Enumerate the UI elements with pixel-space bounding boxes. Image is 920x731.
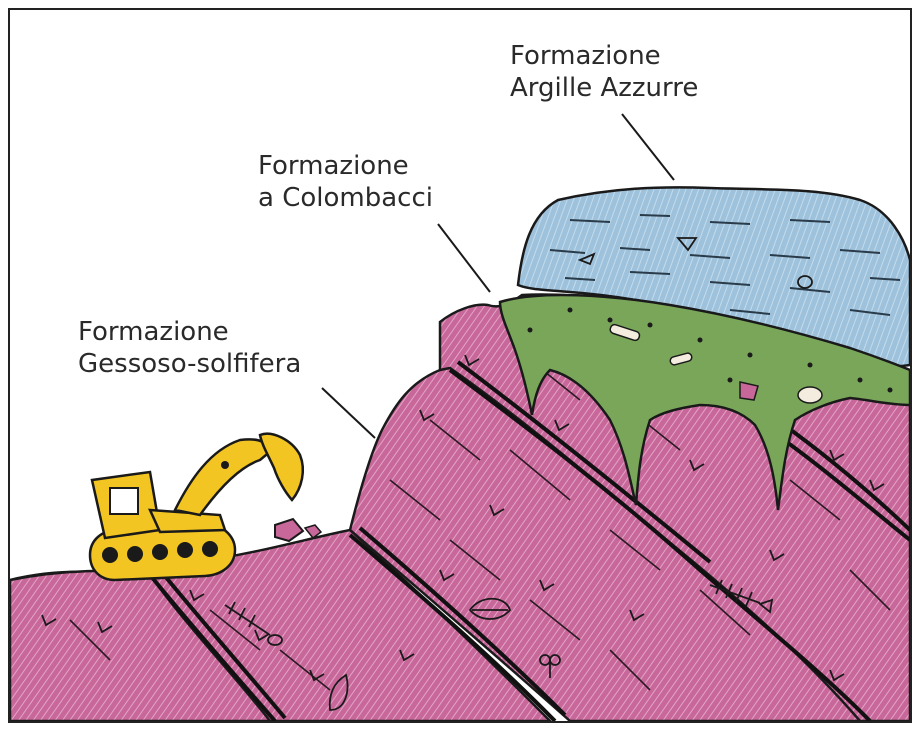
label-argille-line1: Formazione — [510, 40, 698, 72]
label-argille-line2: Argille Azzurre — [510, 72, 698, 104]
label-colombacci: Formazione a Colombacci — [258, 150, 433, 214]
label-argille-azzurre: Formazione Argille Azzurre — [510, 40, 698, 104]
label-gessoso-solfifera: Formazione Gessoso-solfifera — [78, 316, 301, 380]
label-colombacci-line2: a Colombacci — [258, 182, 433, 214]
diagram-frame: Formazione Argille Azzurre Formazione a … — [8, 8, 912, 723]
label-gessoso-line2: Gessoso-solfifera — [78, 348, 301, 380]
label-gessoso-line1: Formazione — [78, 316, 301, 348]
label-colombacci-line1: Formazione — [258, 150, 433, 182]
